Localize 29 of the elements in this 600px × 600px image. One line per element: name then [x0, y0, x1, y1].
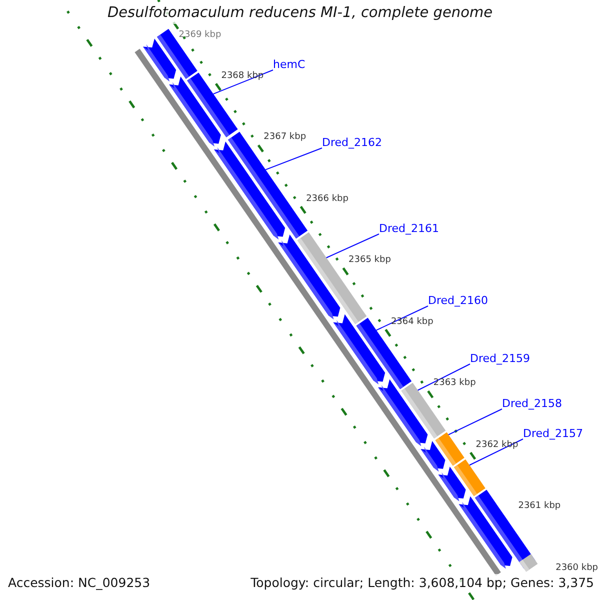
- gene-label: Dred_2159: [470, 352, 530, 366]
- leader-line: [417, 364, 470, 391]
- scale-label: 2364 kbp: [390, 316, 434, 328]
- leader-line: [265, 148, 322, 170]
- genome-info-text: Topology: circular; Length: 3,608,104 bp; Genes: 3,375: [248, 574, 596, 592]
- gene-block: [435, 432, 464, 466]
- gene-label: Dred_2158: [502, 397, 562, 411]
- gene-block: [228, 132, 308, 238]
- gene-block: [143, 38, 176, 82]
- leader-line: [469, 438, 524, 466]
- scale-label: 2360 kbp: [556, 562, 598, 574]
- scale-label: 2361 kbp: [518, 500, 561, 512]
- leader-line: [376, 306, 428, 331]
- gene-label: hemC: [273, 58, 306, 72]
- gene-block: [454, 459, 486, 496]
- scale-label: 2365 kbp: [348, 254, 391, 266]
- gene-label: Dred_2161: [379, 222, 439, 236]
- leader-line: [212, 70, 274, 94]
- gene-label: Dred_2157: [523, 427, 583, 441]
- gene-label: Dred_2160: [428, 294, 488, 308]
- gene-block: [519, 554, 538, 572]
- scale-label: 2363 kbp: [433, 377, 476, 390]
- scale-label: 2367 kbp: [264, 131, 306, 144]
- leader-line: [448, 408, 502, 436]
- leader-line: [326, 234, 380, 258]
- gene-label: Dred_2162: [322, 136, 382, 150]
- gene-block: [356, 318, 412, 390]
- scale-label: 2366 kbp: [306, 192, 348, 205]
- scale-label: 2369 kbp: [178, 29, 222, 42]
